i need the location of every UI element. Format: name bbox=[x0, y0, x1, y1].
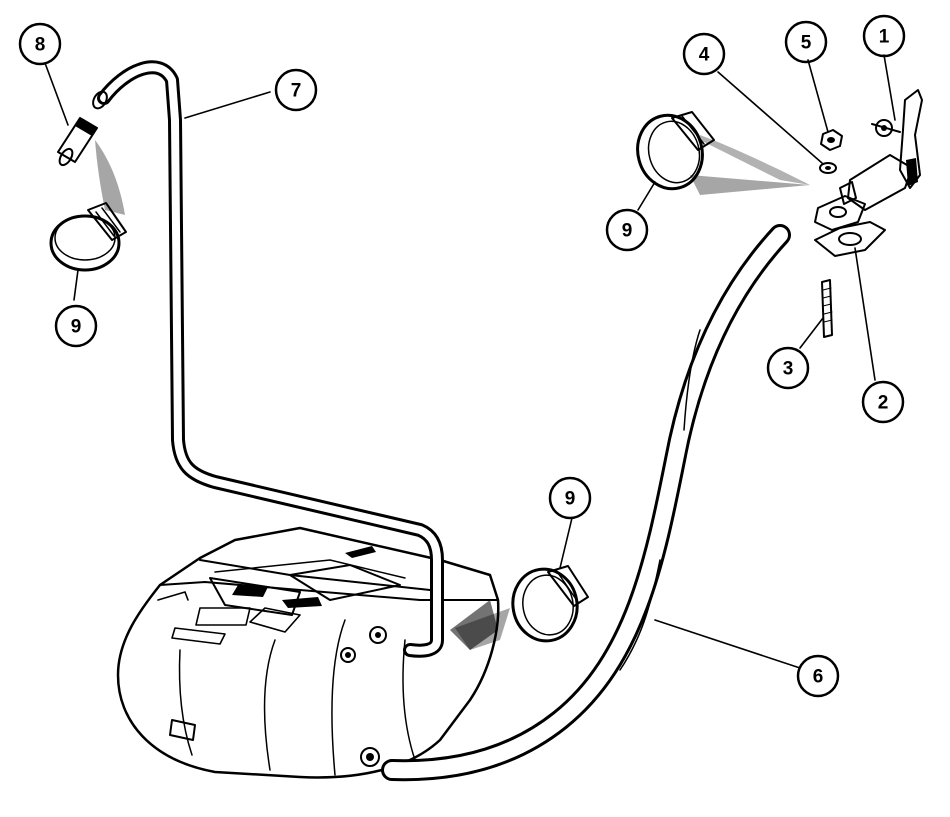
callout-label: 1 bbox=[879, 27, 890, 48]
callout-1: 1 bbox=[862, 14, 906, 58]
callout-3: 3 bbox=[766, 346, 810, 390]
callout-label: 4 bbox=[699, 45, 710, 66]
hose-clamp-middle bbox=[455, 565, 589, 650]
fuel-hose bbox=[381, 224, 791, 782]
callout-label: 5 bbox=[801, 33, 812, 54]
callout-8: 8 bbox=[18, 22, 62, 66]
callout-2: 2 bbox=[861, 380, 905, 424]
callout-label: 8 bbox=[35, 35, 46, 56]
fuel-tank bbox=[116, 526, 500, 779]
callout-4: 4 bbox=[682, 32, 726, 76]
callout-6: 6 bbox=[796, 654, 840, 698]
fuel-valve-assembly bbox=[814, 89, 923, 338]
vent-hose bbox=[92, 60, 444, 658]
callout-label: 2 bbox=[878, 393, 889, 414]
callout-5: 5 bbox=[784, 20, 828, 64]
callout-9-right: 9 bbox=[605, 208, 649, 252]
callout-9-middle: 9 bbox=[548, 476, 592, 520]
hose-clamp-top-right bbox=[636, 111, 810, 195]
leader-lines bbox=[44, 54, 896, 669]
callout-label: 9 bbox=[71, 317, 82, 338]
callout-9-left: 9 bbox=[54, 304, 98, 348]
hose-clamp-top-left bbox=[49, 202, 127, 272]
callout-label: 3 bbox=[783, 359, 794, 380]
callout-label: 9 bbox=[622, 221, 633, 242]
callout-label: 9 bbox=[565, 489, 576, 510]
callout-label: 6 bbox=[813, 667, 824, 688]
callout-label: 7 bbox=[291, 81, 302, 102]
hose-cap-part-8 bbox=[57, 117, 125, 215]
callout-7: 7 bbox=[274, 68, 318, 112]
